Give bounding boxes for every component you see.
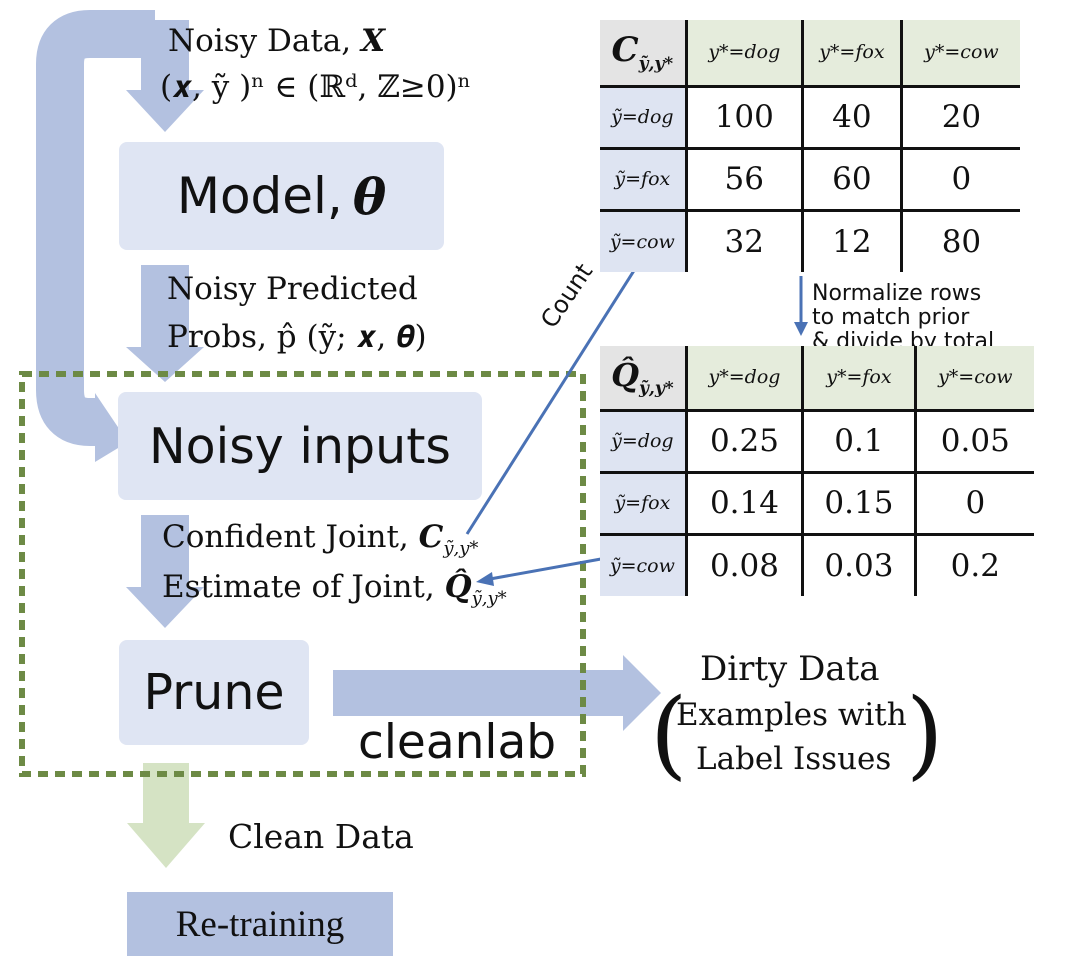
retraining-label: Re-training	[175, 903, 345, 945]
noisy-data-label: Noisy Data, X	[168, 23, 386, 59]
arrow-into-model-shaft	[141, 20, 189, 90]
table-cell: 80	[901, 210, 1020, 272]
table-cell: 100	[686, 86, 804, 150]
estimate-joint-label: Estimate of Joint, Q̂ỹ,y*	[162, 569, 507, 610]
row-header: ỹ=fox	[600, 472, 688, 536]
column-header: y*=fox	[802, 346, 917, 412]
arrow-prune-to-dirty-shaft	[333, 670, 623, 716]
noisy-inputs-box: Noisy inputs	[118, 392, 482, 500]
prune-label: Prune	[143, 664, 285, 721]
dirty-data-line2: Label Issues	[696, 741, 892, 777]
arrow-clean-data-head	[127, 823, 205, 868]
table-cell: 0.1	[802, 410, 917, 474]
arrow-inputs-to-prune-head	[126, 587, 204, 628]
table-cell: 0	[901, 148, 1020, 212]
column-header: y*=cow	[915, 346, 1034, 412]
dirty-data-paren-left: (	[650, 678, 688, 790]
model-label: Model,	[176, 167, 343, 225]
pred-probs-line2: Probs, p̂ (ỹ; 𝒙, 𝜽)	[167, 319, 427, 355]
normalize-line2: to match prior	[812, 305, 970, 331]
confident-joint-table: Cỹ,y* y*=dog y*=fox y*=cow ỹ=dog 100 40 …	[600, 20, 1020, 272]
theta-symbol: θ	[352, 166, 387, 226]
arrow-prune-to-dirty-head	[623, 655, 661, 731]
prune-box: Prune	[119, 640, 309, 745]
table-cell: 0.2	[915, 534, 1034, 596]
dirty-data-line1: Examples with	[676, 697, 907, 733]
pred-probs-line1: Noisy Predicted	[167, 271, 418, 307]
dirty-data-title: Dirty Data	[700, 649, 880, 689]
column-header: y*=fox	[802, 20, 903, 88]
table-cell: 20	[901, 86, 1020, 150]
table-cell: 0.08	[686, 534, 805, 596]
arrow-inputs-to-prune-shaft	[141, 515, 189, 587]
table-cell: 40	[802, 86, 903, 150]
table-cell: 0.14	[686, 472, 805, 536]
column-header: y*=cow	[901, 20, 1020, 88]
row-header: ỹ=cow	[600, 534, 688, 596]
clean-data-label: Clean Data	[228, 817, 414, 856]
row-header: ỹ=dog	[600, 410, 688, 474]
row-header: ỹ=fox	[600, 148, 688, 212]
table-corner: Q̂ỹ,y*	[600, 346, 688, 412]
table-cell: 0.25	[686, 410, 805, 474]
estimate-connector-head	[476, 572, 494, 586]
arrow-model-to-inputs-head	[126, 347, 204, 382]
dirty-data-paren-right: )	[906, 678, 944, 790]
row-header: ỹ=cow	[600, 210, 688, 272]
cleanlab-label: cleanlab	[358, 715, 557, 770]
row-header: ỹ=dog	[600, 86, 688, 150]
normalize-connector-head	[794, 322, 808, 336]
table-cell: 0.05	[915, 410, 1034, 474]
table-cell: 60	[802, 148, 903, 212]
loop-arrow	[36, 9, 155, 446]
model-box: Model, θ	[119, 142, 444, 250]
confident-joint-label: Confident Joint, Cỹ,y*	[162, 519, 479, 560]
arrow-into-model-head	[126, 90, 204, 132]
table-cell: 32	[686, 210, 804, 272]
table-cell: 12	[802, 210, 903, 272]
normalize-text: Normalize rows to match prior & divide b…	[812, 281, 994, 355]
table-corner: Cỹ,y*	[600, 20, 688, 88]
estimated-joint-table: Q̂ỹ,y* y*=dog y*=fox y*=cow ỹ=dog 0.25 0…	[600, 346, 1034, 596]
arrow-model-to-inputs-shaft	[141, 265, 189, 347]
column-header: y*=dog	[686, 346, 805, 412]
retraining-box: Re-training	[127, 892, 393, 956]
dataset-formula: (𝒙, ỹ )ⁿ ∈ (ℝᵈ, ℤ≥0)ⁿ	[160, 69, 472, 105]
noisy-inputs-label: Noisy inputs	[149, 417, 451, 475]
column-header: y*=dog	[686, 20, 804, 88]
table-cell: 0.03	[802, 534, 917, 596]
table-cell: 56	[686, 148, 804, 212]
normalize-line1: Normalize rows	[812, 281, 982, 306]
table-cell: 0.15	[802, 472, 917, 536]
cleanlab-dashed-border	[19, 371, 586, 777]
table-cell: 0	[915, 472, 1034, 536]
